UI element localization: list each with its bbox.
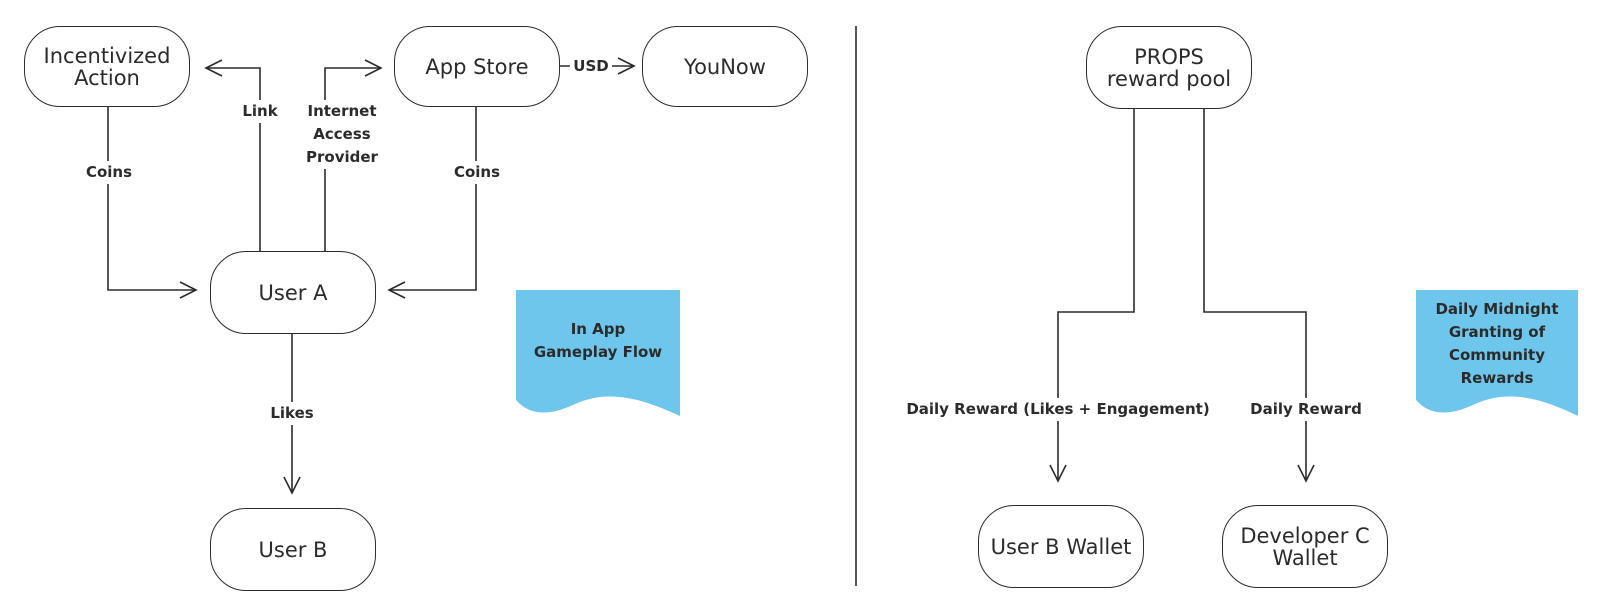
node-incentivized-action-label: Incentivized Action (43, 43, 171, 90)
edge-label-internet-access-provider: Internet Access Provider (298, 100, 386, 169)
edge-label-daily-reward-likes-engagement: Daily Reward (Likes + Engagement) (906, 398, 1210, 421)
edge-daily-reward (1203, 108, 1315, 483)
edge-daily-reward-likes (1049, 108, 1135, 483)
node-user-b: User B (210, 508, 376, 591)
node-user-b-wallet: User B Wallet (978, 505, 1144, 588)
note-shape-gameplay (516, 290, 680, 416)
node-developer-c-wallet: Developer C Wallet (1222, 505, 1388, 588)
note-shape-rewards (1416, 290, 1578, 416)
node-props-reward-pool-label: PROPS reward pool (1106, 44, 1232, 91)
edge-coins-incentivized-to-user-a (107, 106, 198, 299)
node-props-reward-pool: PROPS reward pool (1086, 26, 1252, 109)
node-developer-c-wallet-label: Developer C Wallet (1240, 523, 1370, 570)
node-younow: YouNow (642, 26, 808, 107)
node-incentivized-action: Incentivized Action (24, 26, 190, 107)
edge-label-coins-right: Coins (448, 161, 506, 184)
note-daily-midnight-granting: Daily Midnight Granting of Community Rew… (1435, 300, 1559, 387)
node-user-b-wallet-label: User B Wallet (990, 534, 1132, 559)
edge-label-coins-left: Coins (80, 161, 138, 184)
note-in-app-gameplay-flow: In App Gameplay Flow (533, 320, 663, 361)
edge-label-link: Link (232, 100, 288, 123)
edge-coins-app-store-to-user-a (387, 106, 477, 299)
node-younow-label: YouNow (684, 54, 766, 79)
node-user-a-label: User A (258, 280, 328, 305)
node-app-store-label: App Store (425, 54, 529, 79)
edge-label-usd: USD (570, 55, 612, 78)
edge-label-daily-reward: Daily Reward (1242, 398, 1370, 421)
edge-internet-user-a-to-app-store (324, 59, 383, 251)
edge-label-likes: Likes (264, 402, 320, 425)
node-user-a: User A (210, 251, 376, 334)
node-app-store: App Store (394, 26, 560, 107)
node-user-b-label: User B (258, 537, 328, 562)
edge-link-user-a-to-incentivized (204, 59, 261, 251)
